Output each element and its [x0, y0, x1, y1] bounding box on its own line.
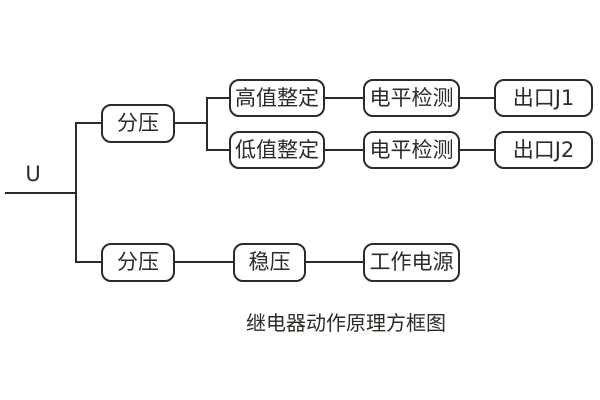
connector-regulator-to-power	[306, 261, 364, 263]
block-voltage-regulator: 稳压	[233, 243, 306, 282]
connector-low-to-detect2	[325, 149, 364, 151]
block-label: 出口J2	[512, 137, 575, 162]
diagram-caption: 继电器动作原理方框图	[246, 311, 446, 335]
block-label: 分压	[117, 111, 159, 135]
block-output-j2: 出口J2	[494, 131, 593, 169]
block-high-value-setting: 高值整定	[229, 79, 325, 117]
block-voltage-divider-bottom: 分压	[101, 243, 175, 282]
block-level-detection-1: 电平检测	[363, 79, 460, 117]
connector-input-line	[5, 192, 77, 194]
block-label: 高值整定	[235, 85, 319, 110]
connector-detect1-to-j1	[460, 97, 495, 99]
block-output-j1: 出口J1	[494, 79, 593, 117]
block-level-detection-2: 电平检测	[363, 131, 460, 169]
block-low-value-setting: 低值整定	[229, 131, 325, 169]
connector-branch-vertical	[206, 97, 208, 151]
connector-branch-to-high	[206, 97, 230, 99]
block-label: 工作电源	[369, 250, 454, 274]
connector-divider-to-regulator	[175, 261, 234, 263]
connector-detect2-to-j2	[460, 149, 495, 151]
block-voltage-divider-top: 分压	[101, 104, 175, 143]
block-label: 分压	[117, 250, 159, 274]
connector-high-to-detect1	[325, 97, 364, 99]
block-label: 低值整定	[235, 137, 319, 162]
connector-trunk-vertical	[75, 122, 77, 263]
connector-branch-to-low	[206, 149, 230, 151]
block-working-power-supply: 工作电源	[363, 243, 460, 282]
connector-divider-to-branch	[175, 122, 208, 124]
block-label: 电平检测	[369, 85, 454, 110]
connector-trunk-to-divider-bottom	[75, 261, 102, 263]
connector-trunk-to-divider-top	[75, 122, 102, 124]
block-label: 出口J1	[512, 85, 575, 110]
input-voltage-label: U	[25, 162, 41, 186]
block-label: 稳压	[248, 250, 291, 274]
block-label: 电平检测	[369, 137, 454, 162]
